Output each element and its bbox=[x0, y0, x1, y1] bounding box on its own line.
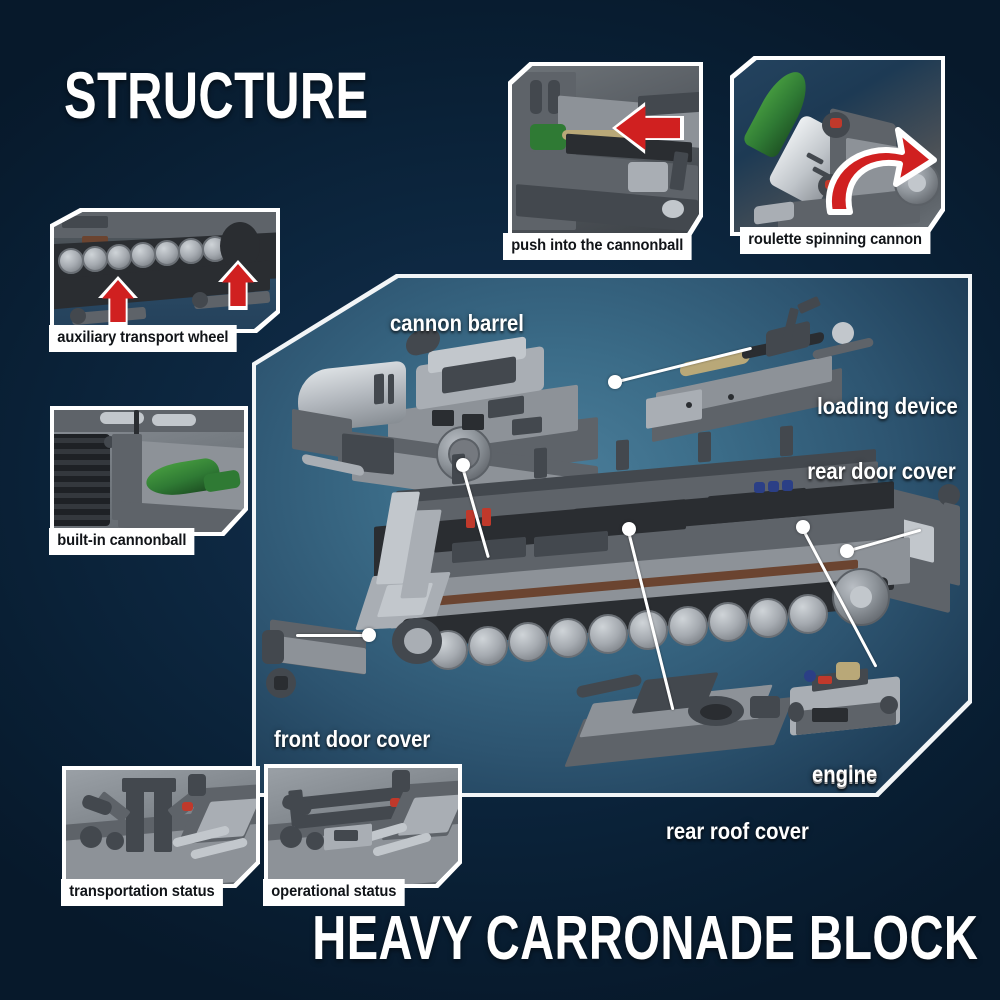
main-showcase-panel: cannon barrel loading device rear door c… bbox=[256, 278, 968, 793]
page-title-structure: STRUCTURE bbox=[64, 58, 369, 132]
page-title-product: HEAVY CARRONADE BLOCK bbox=[312, 904, 978, 973]
callout-photo-auxiliary-transport-wheel bbox=[54, 212, 276, 329]
label-engine-overlay: engine bbox=[812, 761, 878, 787]
leader-dot-loading-device bbox=[608, 375, 622, 389]
label-loading-device: loading device bbox=[817, 393, 958, 419]
callout-push-into-the-cannonball[interactable]: push into the cannonball bbox=[503, 62, 703, 260]
callout-caption-roulette-spinning-cannon: roulette spinning cannon bbox=[740, 227, 931, 254]
label-rear-door-cover: rear door cover bbox=[807, 458, 957, 484]
callout-photo-built-in-cannonball bbox=[54, 410, 244, 532]
callout-operational-status[interactable]: operational status bbox=[263, 764, 462, 906]
callout-caption-operational-status: operational status bbox=[263, 879, 405, 906]
callout-auxiliary-transport-wheel[interactable]: auxiliary transport wheel bbox=[49, 208, 280, 352]
callout-photo-transportation-status bbox=[66, 770, 256, 884]
leader-dot-rear-roof-cover bbox=[622, 522, 636, 536]
label-cannon-barrel: cannon barrel bbox=[390, 310, 524, 336]
red-curved-arrow-icon bbox=[825, 127, 937, 215]
callout-photo-roulette-spinning-cannon bbox=[734, 60, 941, 232]
callout-roulette-spinning-cannon[interactable]: roulette spinning cannon bbox=[730, 56, 945, 254]
callout-caption-built-in-cannonball: built-in cannonball bbox=[49, 528, 195, 555]
callout-caption-transportation-status: transportation status bbox=[61, 879, 223, 906]
leader-dot-engine bbox=[796, 520, 810, 534]
label-front-door-cover: front door cover bbox=[274, 726, 431, 752]
label-engine: engine bbox=[812, 763, 878, 789]
callout-photo-operational-status bbox=[268, 768, 458, 884]
leader-dot-front-door-cover bbox=[362, 628, 376, 642]
label-rear-roof-cover-overlay: rear roof cover bbox=[666, 818, 809, 844]
callout-caption-push-into-the-cannonball: push into the cannonball bbox=[503, 233, 692, 260]
callout-caption-auxiliary-transport-wheel: auxiliary transport wheel bbox=[49, 325, 237, 352]
callout-transportation-status[interactable]: transportation status bbox=[61, 766, 260, 906]
callout-photo-push-into-the-cannonball bbox=[512, 66, 699, 238]
leader-line-front-door-cover bbox=[296, 634, 368, 637]
leader-dot-rear-door-cover bbox=[840, 544, 854, 558]
leader-dot-cannon-barrel bbox=[456, 458, 470, 472]
callout-built-in-cannonball[interactable]: built-in cannonball bbox=[49, 406, 248, 555]
